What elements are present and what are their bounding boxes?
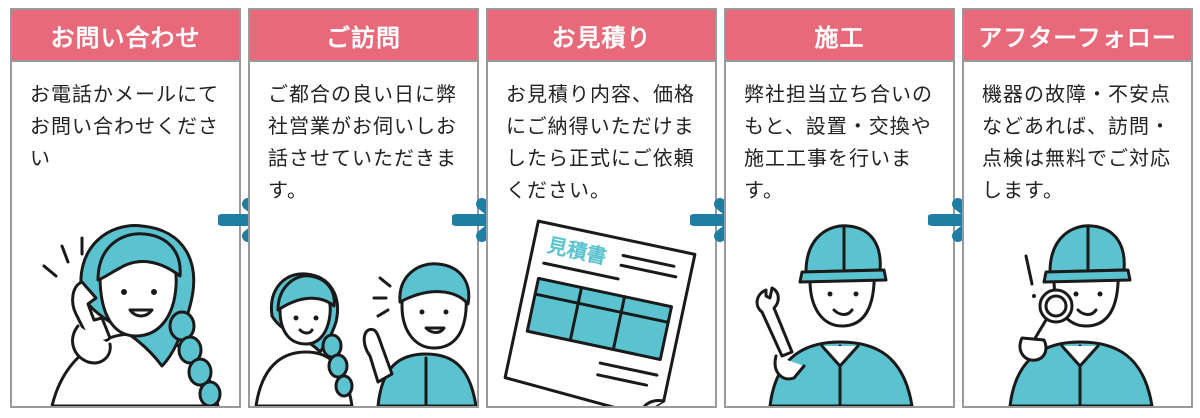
step-card-construction: 施工 弊社担当立ち合いのもと、設置・交換や施工工事を行います。 (724, 8, 955, 408)
step-card-after-follow: アフターフォロー 機器の故障・不安点などあれば、訪問・点検は無料でご対応します。 (962, 8, 1193, 408)
step-description: 弊社担当立ち合いのもと、設置・交換や施工工事を行います。 (744, 82, 933, 202)
step-card-estimate: お見積り お見積り内容、価格にご納得いただけましたら正式にご依頼ください。 見積… (486, 8, 717, 408)
worker-with-magnifier-illustration (1008, 224, 1154, 406)
step-title: お問い合わせ (12, 10, 239, 62)
step-description: お見積り内容、価格にご納得いただけましたら正式にご依頼ください。 (506, 82, 695, 202)
step-title: ご訪問 (250, 10, 477, 62)
step-description: ご都合の良い日に弊社営業がお伺いしお話させていただきます。 (268, 82, 457, 202)
step-description: 機器の故障・不安点などあれば、訪問・点検は無料でご対応します。 (982, 82, 1171, 202)
woman-and-sales-staff-illustration (254, 262, 477, 406)
step-card-visit: ご訪問 ご都合の良い日に弊社営業がお伺いしお話させていただきます。 (248, 8, 479, 408)
step-title: お見積り (488, 10, 715, 62)
worker-with-wrench-illustration (755, 224, 914, 406)
estimate-document-illustration: 見積書 (503, 219, 697, 406)
woman-on-phone-illustration (42, 224, 222, 406)
step-description: お電話かメールにてお問い合わせください (30, 82, 219, 170)
step-title: アフターフォロー (964, 10, 1191, 62)
step-title: 施工 (726, 10, 953, 62)
step-card-inquiry: お問い合わせ お電話かメールにてお問い合わせください (10, 8, 241, 408)
